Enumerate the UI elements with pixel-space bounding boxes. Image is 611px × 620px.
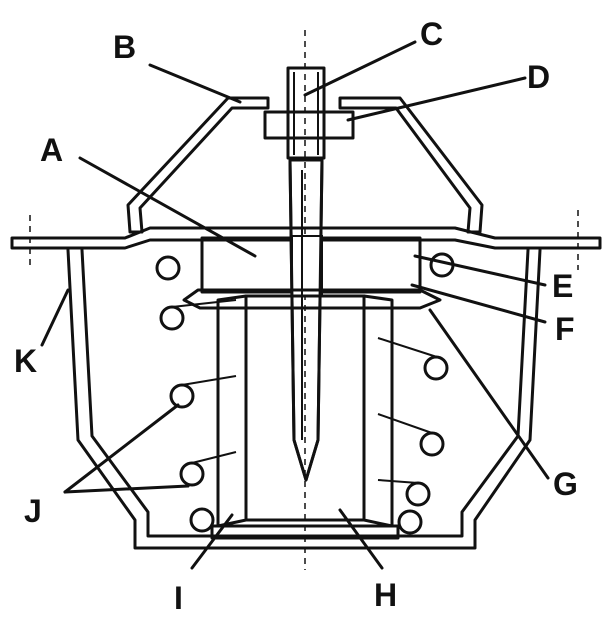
upper-bridge-frame — [126, 96, 484, 234]
wax-chamber-cap — [200, 235, 422, 297]
label-c: C — [420, 16, 443, 52]
label-i: I — [174, 580, 183, 616]
label-f: F — [555, 311, 575, 347]
label-h: H — [374, 577, 397, 613]
lock-nut — [263, 110, 355, 140]
outer-housing-cup — [66, 248, 542, 550]
label-g: G — [553, 466, 578, 502]
label-j: J — [24, 493, 42, 529]
mounting-flange — [10, 226, 602, 250]
label-d: D — [527, 59, 550, 95]
label-e: E — [552, 268, 573, 304]
label-a: A — [40, 132, 63, 168]
return-spring — [155, 252, 455, 535]
label-k: K — [14, 343, 37, 379]
label-b: B — [113, 29, 136, 65]
rubber-insert — [244, 294, 366, 522]
diaphragm-seal — [182, 288, 442, 310]
leader-lines — [40, 40, 550, 570]
